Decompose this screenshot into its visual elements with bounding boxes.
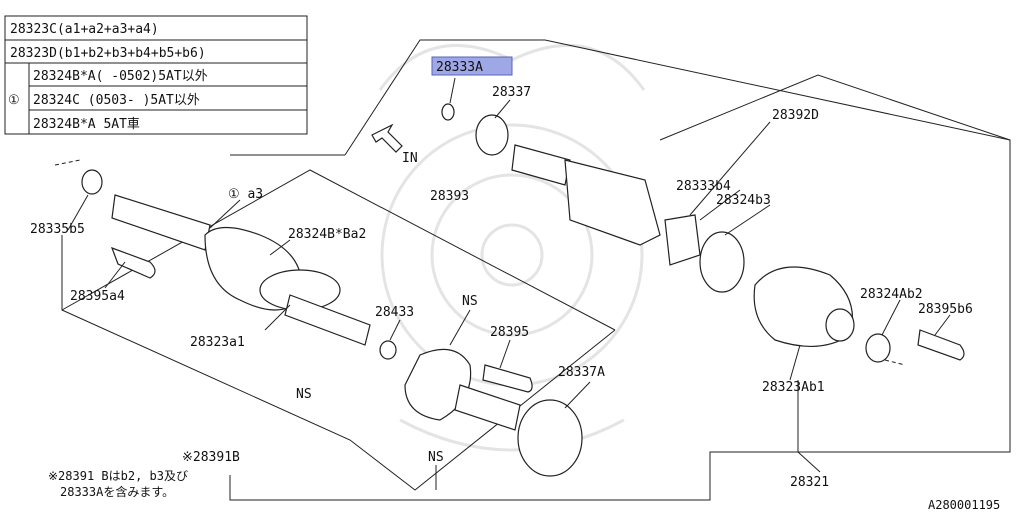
label-28395a4[interactable]: 28395a4 [70,289,125,304]
snap-ring-b5 [81,169,103,195]
boot-neck [825,308,855,342]
label-28324b3[interactable]: 28324b3 [716,193,771,208]
shaft-spline-left [111,194,211,251]
plug-28395 [482,364,533,393]
label-28433[interactable]: 28433 [375,305,414,320]
label-circle-a3[interactable]: ① a3 [228,187,263,202]
label-28393[interactable]: 28393 [430,189,469,204]
label-28333a[interactable]: 28333A [436,60,483,75]
label-28392d[interactable]: 28392D [772,108,819,123]
left-shaft-assembly [54,159,397,360]
label-28337a[interactable]: 28337A [558,365,605,380]
label-28323ab1[interactable]: 28323Ab1 [762,380,825,395]
outer-race-28392d [564,159,661,246]
legend-sub-row-2: 28324C (0503- )5AT以外 [33,93,200,108]
note-line-1: ※28391 Bはb2, b3及び [48,469,188,483]
direction-label: IN [402,151,418,166]
label-28395[interactable]: 28395 [490,325,529,340]
label-ns-top: NS [462,294,478,309]
plug-a4 [110,246,156,279]
arrow-icon [371,123,403,153]
band-b3 [699,231,745,293]
label-ns-left: NS [296,387,312,402]
label-28335b5[interactable]: 28335b5 [30,222,85,237]
right-boot-assembly [753,266,965,366]
label-28324ab2[interactable]: 28324Ab2 [860,287,923,302]
shaft-spline-right [511,144,571,186]
band-b2 [865,333,891,363]
diagram-id: A280001195 [928,498,1000,512]
label-28321[interactable]: 28321 [790,475,829,490]
label-28324bba2[interactable]: 28324B*Ba2 [288,227,366,242]
legend-row-c: 28323C(a1+a2+a3+a4) [10,22,159,37]
label-ns-bottom: NS [428,450,444,465]
spline-28393 [454,384,521,431]
circlip-28333a [441,103,455,121]
legend-row-d: 28323D(b1+b2+b3+b4+b5+b6) [10,46,206,61]
legend-sub-row-3: 28324B*A 5AT車 [33,117,140,132]
direction-arrow: IN [371,123,418,166]
note-line-2: 28333Aを含みます。 [60,484,174,499]
label-28395b6[interactable]: 28395b6 [918,302,973,317]
legend-sub-row-1: 28324B*A( -0502)5AT以外 [33,69,208,84]
legend-table: 28323C(a1+a2+a3+a4) 28323D(b1+b2+b3+b4+b… [4,15,308,135]
gasket-b4 [664,214,701,266]
highlight-box [431,56,513,76]
center-joint-assembly [404,103,745,477]
plug-b6 [917,329,965,361]
leader-lines [67,77,951,490]
label-28323a1[interactable]: 28323a1 [190,335,245,350]
legend-circle-mark: ① [8,93,20,108]
label-28337[interactable]: 28337 [492,85,531,100]
seal-28337 [475,114,509,156]
snap-ring-28433 [379,340,397,360]
label-28333b4[interactable]: 28333b4 [676,179,731,194]
seal-28337a [517,399,583,477]
label-28391b[interactable]: ※28391B [182,450,240,465]
